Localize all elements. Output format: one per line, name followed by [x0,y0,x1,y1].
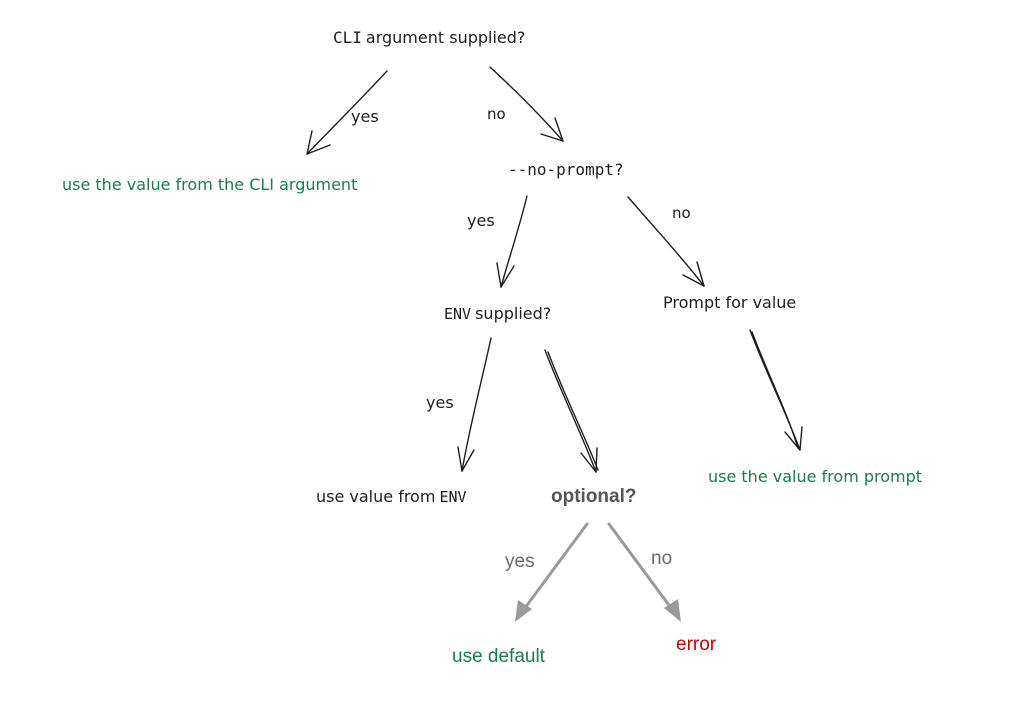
arrow-prompt-result [749,329,803,451]
arrow-env-no [544,349,599,473]
node-env-question-text: supplied? [475,304,552,323]
node-env-question-code: ENV [444,305,472,323]
arrow-noprompt-no [627,196,705,287]
arrow-optional-no [607,522,681,622]
edge-label-optional-yes: yes [505,551,535,572]
node-cli-question-text: argument supplied? [365,28,526,47]
node-env-question: ENV supplied? [444,306,551,323]
node-prompt-for-value: Prompt for value [663,293,797,312]
arrow-optional-yes [515,522,589,622]
node-cli-question: CLI argument supplied? [333,30,525,47]
node-cli-question-code: CLI [333,28,362,47]
node-use-env-value: use value from ENV [316,489,467,506]
node-use-default: use default [452,646,545,667]
node-use-prompt-value: use the value from prompt [708,467,923,486]
edge-label-cli-yes: yes [351,107,379,126]
node-no-prompt-question: --no-prompt? [508,160,624,179]
node-optional-question: optional? [551,486,637,507]
edge-label-optional-no: no [651,548,673,569]
edge-label-env-yes: yes [426,393,454,412]
arrow-cli-no [489,66,564,142]
edge-label-noprompt-yes: yes [467,211,495,230]
node-use-env-code: ENV [439,488,467,506]
node-error: error [676,634,717,655]
node-use-cli-value: use the value from the CLI argument [62,175,358,194]
arrow-noprompt-yes [496,195,528,288]
edge-label-cli-no: no [487,105,506,123]
arrow-env-yes [457,337,492,472]
node-use-env-text: use value from [316,487,436,506]
edge-label-noprompt-no: no [672,204,691,222]
arrow-cli-yes [306,70,388,155]
